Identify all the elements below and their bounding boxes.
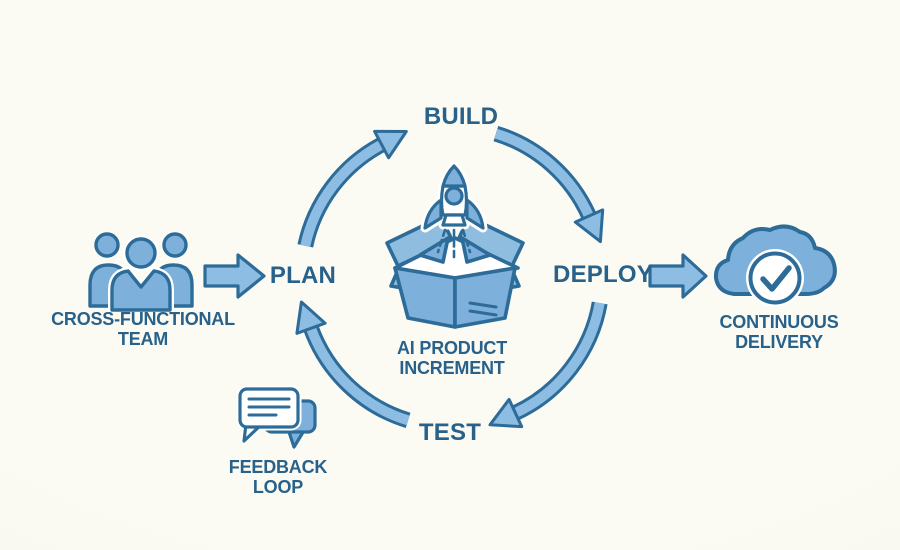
arrowhead-to-plan [295,300,327,335]
arrowhead-to-deploy [573,208,605,244]
arrow-team-to-plan [203,253,266,299]
cloud-check-icon [710,222,842,312]
stage-label-plan: PLAN [269,262,337,289]
feedback-caption-line2: LOOP [252,477,304,497]
delivery-caption-line2: DELIVERY [735,332,823,352]
delivery-caption: CONTINUOUS DELIVERY [720,312,839,352]
arrowhead-to-test [488,397,524,429]
arc-plan-to-build [297,129,408,248]
feedback-caption-line1: FEEDBACK [228,457,328,477]
team-caption-line2: TEAM [117,329,169,349]
arc-build-to-deploy [493,125,605,244]
arc-deploy-to-test [488,301,608,429]
check-mark [760,265,792,292]
center-caption-line1: AI PRODUCT [397,338,507,358]
rocket-launch-box-icon [377,156,527,338]
arrow-deploy-to-delivery [648,253,708,299]
delivery-caption-line1: CONTINUOUS [719,312,839,332]
stage-label-test: TEST [418,419,482,446]
arrowhead-to-build [373,129,408,160]
team-caption-line1: CROSS-FUNCTIONAL [51,309,235,329]
center-caption-line2: INCREMENT [399,358,505,378]
stage-label-deploy: DEPLOY [553,261,653,288]
team-icon [88,228,198,312]
center-caption: AI PRODUCT INCREMENT [397,338,507,378]
team-caption: CROSS-FUNCTIONAL TEAM [51,309,235,349]
chat-bubbles-icon [232,383,324,450]
arc-test-to-plan [295,300,411,429]
feedback-caption: FEEDBACK LOOP [228,457,328,497]
stage-label-build: BUILD [423,103,499,130]
